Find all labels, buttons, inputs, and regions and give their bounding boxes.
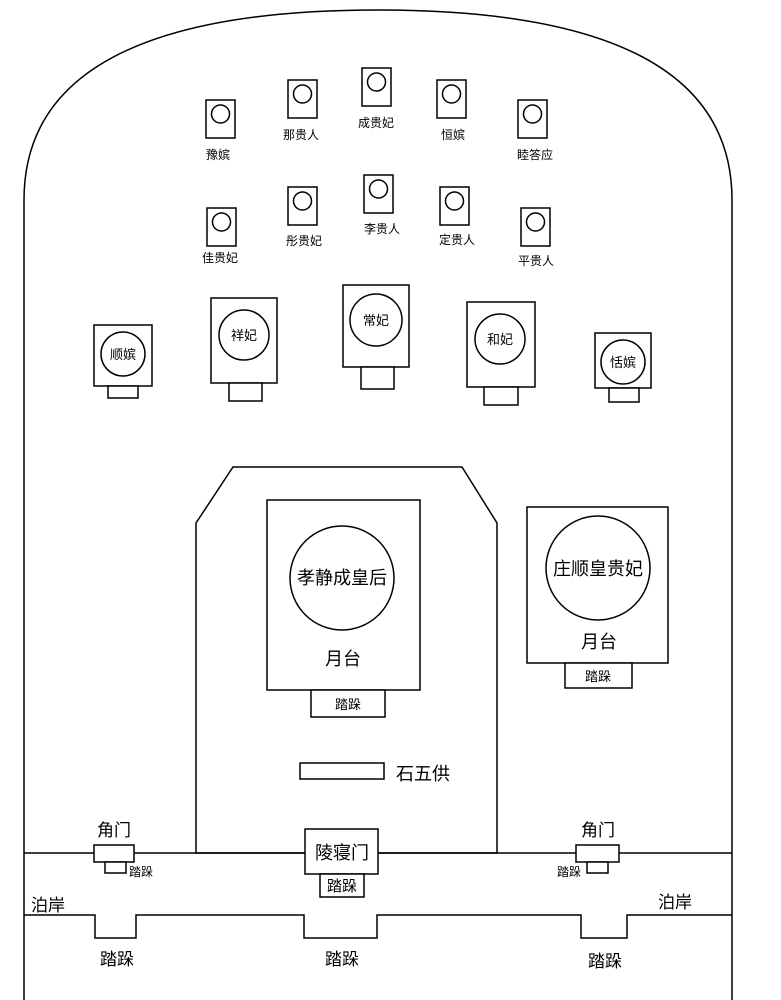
small-tomb-label: 睦答应: [517, 147, 553, 162]
stone-offerings-label: 石五供: [396, 764, 450, 785]
side-tomb-steps: 踏跺: [585, 670, 611, 685]
small-tomb-label: 豫嫔: [206, 147, 230, 162]
main-tomb-mound: [289, 525, 395, 631]
main-tomb-yuetai: 月台: [325, 649, 361, 670]
small-tomb-mound: [522, 104, 543, 124]
corner-gate-left-label: 角门: [97, 821, 131, 841]
small-tomb-cheng-guifei: 成贵妃: [358, 67, 394, 130]
small-tomb-sui-daying: 睦答应: [517, 99, 553, 162]
medium-tomb-label: 顺嫔: [110, 347, 136, 363]
small-tomb-mound: [292, 84, 313, 104]
corner-gate-right-steps: 踏跺: [557, 865, 581, 879]
gate-steps-box: [319, 873, 365, 898]
side-tomb-yuetai: 月台: [581, 632, 617, 653]
side-tomb-steps-box: [564, 662, 633, 689]
small-tomb-yu-pin: 豫嫔: [205, 99, 236, 162]
side-tomb: 庄顺皇贵妃 月台 踏跺: [526, 506, 669, 689]
medium-tomb-label: 祥妃: [231, 329, 257, 344]
small-tomb-ping-guiren: 平贵人: [518, 207, 554, 268]
medium-tomb-steps: [107, 385, 139, 399]
main-tomb-steps: 踏跺: [335, 698, 361, 713]
small-tomb-label: 那贵人: [283, 128, 319, 142]
medium-tomb-mound: [600, 339, 646, 385]
corner-gate-right-label: 角门: [581, 821, 615, 841]
small-tomb-mound: [210, 104, 231, 124]
small-tomb-heng-pin: 恒嫔: [436, 79, 467, 142]
corner-gate-left-steps-box: [104, 861, 127, 874]
corner-gate-right-box: [575, 844, 620, 863]
small-tomb-ding-guiren: 定贵人: [439, 186, 475, 247]
corner-gate-right-steps-box: [586, 861, 609, 874]
bottom-steps-right: 踏跺: [588, 952, 622, 972]
small-tomb-label: 恒嫔: [441, 127, 465, 142]
medium-tomb-steps: [228, 382, 263, 402]
enclosure-wall: [23, 9, 733, 1000]
small-tomb-mound: [525, 212, 546, 232]
main-tomb-name: 孝静成皇后: [297, 568, 387, 589]
small-tomb-mound: [444, 191, 465, 211]
small-tomb-mound: [211, 212, 232, 232]
medium-tomb-mound: [100, 331, 146, 377]
small-tomb-mound: [292, 191, 313, 211]
small-tomb-label: 彤贵妃: [286, 234, 322, 248]
medium-tomb-steps: [360, 366, 395, 390]
small-tomb-label: 成贵妃: [358, 116, 394, 130]
medium-tomb-chang-fei: 常妃: [342, 284, 410, 390]
bottom-steps-left: 踏跺: [100, 950, 134, 970]
small-tomb-mound: [366, 72, 387, 92]
small-tomb-mound: [441, 84, 462, 104]
bank-left-label: 泊岸: [31, 896, 65, 916]
small-tomb-mound: [368, 179, 389, 199]
small-tomb-label: 定贵人: [439, 232, 475, 247]
side-tomb-mound: [545, 515, 651, 621]
small-tomb-na-guiren: 那贵人: [283, 79, 319, 142]
side-tomb-name: 庄顺皇贵妃: [553, 559, 643, 580]
medium-tomb-steps: [483, 386, 519, 406]
corner-gate-left-steps: 踏跺: [129, 865, 153, 879]
small-tomb-label: 佳贵妃: [202, 251, 238, 265]
medium-tomb-label: 恬嫔: [610, 355, 636, 371]
medium-tomb-mound: [349, 293, 403, 347]
small-tomb-label: 平贵人: [518, 254, 554, 268]
small-tomb-label: 李贵人: [364, 221, 400, 236]
gate-steps-label: 踏跺: [327, 877, 357, 895]
small-tomb-tong-guifei: 彤贵妃: [286, 186, 322, 248]
gate-box: [304, 828, 379, 875]
corner-gate-left-box: [93, 844, 135, 863]
main-tomb-steps-box: [310, 689, 386, 718]
medium-tomb-steps: [608, 387, 640, 403]
medium-tomb-label: 常妃: [363, 314, 389, 329]
small-tomb-li-guiren: 李贵人: [363, 174, 400, 236]
medium-tomb-label: 和妃: [487, 333, 513, 348]
medium-tomb-mound: [218, 309, 270, 361]
main-tomb: 孝静成皇后 月台 踏跺: [266, 499, 421, 718]
medium-tomb-shun-pin: 顺嫔: [93, 324, 153, 399]
bank-right-label: 泊岸: [658, 893, 692, 913]
medium-tomb-tian-pin: 恬嫔: [594, 332, 652, 403]
medium-tomb-he-fei: 和妃: [466, 301, 536, 406]
bottom-steps-center: 踏跺: [325, 950, 359, 970]
bank-edge: [24, 914, 732, 939]
medium-tomb-mound: [474, 313, 526, 365]
small-tomb-jia-guifei: 佳贵妃: [202, 207, 238, 265]
gate-label: 陵寝门: [315, 843, 369, 864]
medium-tomb-xiang-fei: 祥妃: [210, 297, 278, 402]
stone-offerings-altar: [299, 762, 385, 780]
